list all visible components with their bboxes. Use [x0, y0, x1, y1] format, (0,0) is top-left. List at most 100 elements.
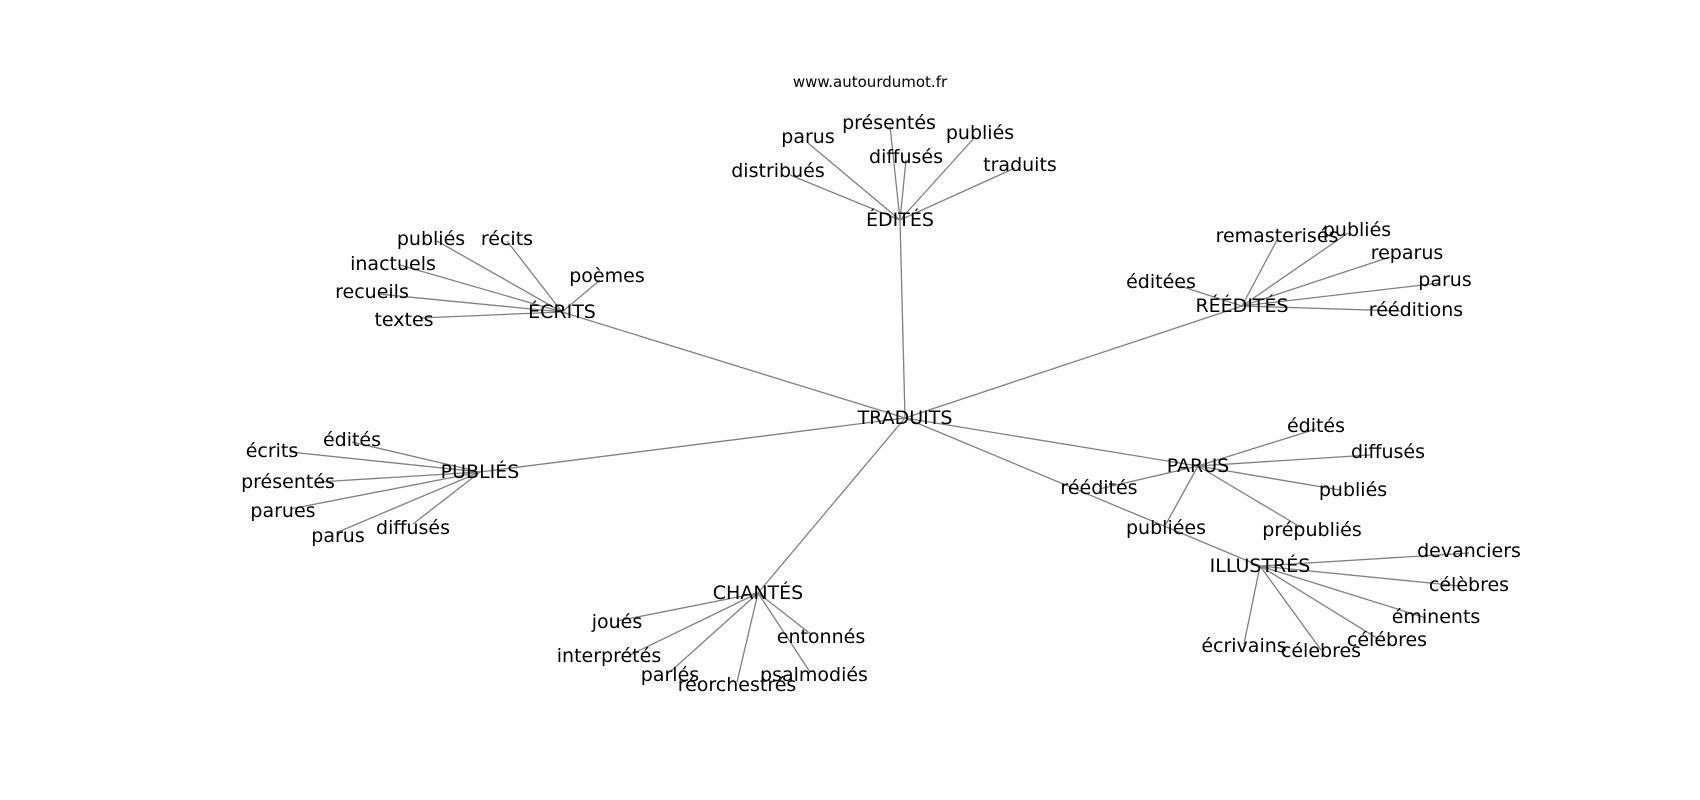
leaf-node: entonnés: [777, 626, 865, 648]
edge-center-chantes: [757, 417, 906, 594]
leaf-node: célebres: [1281, 640, 1361, 662]
edge-publies-0: [289, 451, 481, 473]
edge-edites-1: [807, 142, 901, 221]
hub-node-chantes: CHANTÉS: [713, 581, 803, 604]
edge-publies-5: [412, 471, 481, 525]
edge-illustres-4: [1259, 565, 1322, 651]
leaf-node: textes: [374, 309, 433, 331]
edge-chantes-5: [757, 592, 813, 636]
leaf-node: interprétés: [557, 645, 661, 667]
edge-ecrits-0: [436, 240, 563, 313]
edge-publies-1: [351, 441, 481, 473]
leaf-node: inactuels: [350, 253, 436, 275]
edge-center-publies: [479, 417, 906, 473]
edge-parus-1: [1197, 454, 1371, 467]
edge-chantes-4: [757, 592, 811, 673]
edge-edites-0: [789, 174, 901, 221]
leaf-node: diffusés: [376, 517, 450, 539]
hub-node-publies: PUBLIÉS: [441, 460, 520, 483]
leaf-node: réédités: [1060, 477, 1137, 499]
hub-node-illustres: ILLUSTRÉS: [1210, 554, 1311, 577]
edge-chantes-1: [629, 592, 759, 656]
leaf-node: rééditions: [1369, 299, 1463, 321]
leaf-node: parues: [250, 500, 315, 522]
leaf-node: diffusés: [869, 146, 943, 168]
leaf-node: parus: [781, 126, 834, 148]
hub-node-ecrits: ÉCRITS: [528, 300, 596, 323]
edge-edites-3: [899, 159, 907, 221]
edge-edites-5: [899, 167, 1016, 221]
edge-parus-2: [1197, 465, 1341, 491]
leaf-node: réorchestrés: [678, 674, 797, 696]
edge-edites-2: [889, 125, 901, 221]
leaf-node: publiées: [1126, 517, 1206, 539]
leaf-node: remasterisés: [1216, 225, 1339, 247]
edge-ecrits-1: [506, 240, 563, 313]
leaf-node: reparus: [1371, 242, 1444, 264]
edge-center-reedites: [904, 305, 1243, 419]
leaf-node: prépubliés: [1262, 519, 1361, 541]
edge-parus-0: [1197, 428, 1317, 467]
hub-node-edites: ÉDITÉS: [866, 208, 934, 231]
edge-edites-4: [899, 136, 976, 221]
edge-reedites-1: [1241, 232, 1349, 307]
edge-illustres-2: [1259, 565, 1427, 619]
edge-ecrits-4: [419, 311, 563, 319]
leaf-node: parlés: [641, 664, 699, 686]
edge-illustres-3: [1259, 565, 1381, 641]
site-url: www.autourdumot.fr: [793, 73, 948, 91]
leaf-node: distribués: [731, 160, 824, 182]
edge-center-edites: [899, 219, 906, 419]
edge-ecrits-2: [399, 264, 563, 313]
edge-center-ecrits: [561, 311, 906, 419]
edge-chantes-0: [616, 592, 759, 622]
leaf-node: publiés: [946, 122, 1014, 144]
leaf-node: parus: [311, 525, 364, 547]
leaf-node: édités: [1287, 415, 1345, 437]
edge-reedites-5: [1241, 305, 1401, 312]
edge-reedites-4: [1241, 282, 1441, 307]
edge-ecrits-3: [377, 293, 563, 313]
edge-center-illustres: [904, 417, 1261, 567]
leaf-node: célèbres: [1429, 574, 1509, 596]
leaf-node: publiés: [1319, 479, 1387, 501]
edge-illustres-1: [1259, 565, 1461, 587]
edge-illustres-0: [1259, 552, 1470, 567]
edge-reedites-2: [1241, 256, 1391, 307]
leaf-node: psalmodiés: [760, 664, 868, 686]
edge-parus-5: [1098, 465, 1199, 490]
leaf-node: diffusés: [1351, 441, 1425, 463]
leaf-node: présentés: [842, 112, 936, 134]
edge-publies-3: [289, 471, 481, 510]
leaf-node: écrivains: [1201, 635, 1286, 657]
hub-node-reedites: RÉÉDITÉS: [1195, 294, 1288, 317]
leaf-node: parus: [1418, 269, 1471, 291]
leaf-node: recueils: [335, 281, 409, 303]
edge-parus-4: [1165, 465, 1199, 525]
edge-chantes-3: [736, 592, 759, 683]
edge-center-parus: [904, 417, 1199, 467]
leaf-node: publiés: [1323, 219, 1391, 241]
edge-chantes-2: [669, 592, 759, 673]
edge-illustres-5: [1243, 565, 1261, 645]
leaf-node: éminents: [1392, 606, 1481, 628]
edge-ecrits-5: [561, 279, 601, 313]
edge-publies-2: [317, 471, 481, 483]
leaf-node: récits: [481, 228, 533, 250]
edge-publies-4: [337, 471, 481, 533]
leaf-node: présentés: [241, 471, 335, 493]
edge-parus-3: [1197, 465, 1303, 529]
edges-layer: [289, 125, 1470, 683]
leaf-node: devanciers: [1417, 540, 1521, 562]
edge-reedites-3: [1179, 285, 1243, 307]
leaf-node: traduits: [983, 154, 1057, 176]
leaf-node: joués: [591, 611, 643, 633]
leaf-node: édités: [323, 429, 381, 451]
leaf-node: poèmes: [569, 265, 644, 287]
center-node: TRADUITS: [857, 407, 953, 429]
labels-layer: TRADUITS ÉDITÉS distribués parus présentés di…: [241, 112, 1521, 696]
leaf-node: publiés: [397, 228, 465, 250]
hub-node-parus: PARUS: [1167, 455, 1229, 477]
leaf-node: éditées: [1126, 271, 1196, 293]
